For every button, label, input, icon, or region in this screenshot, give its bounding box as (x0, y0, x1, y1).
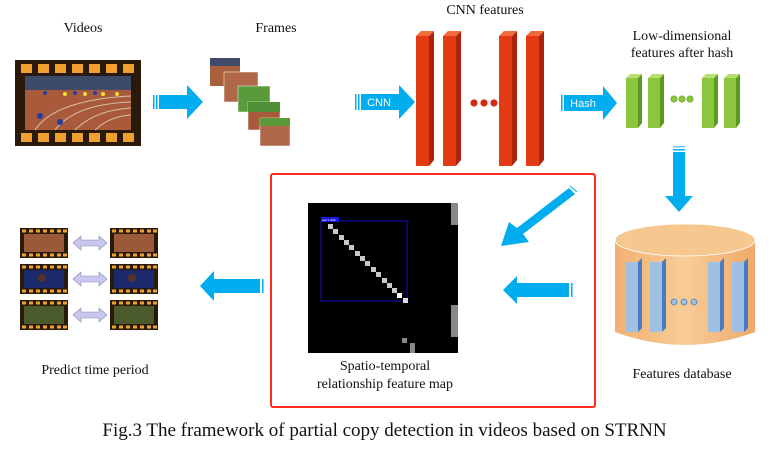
videos-label: Videos (63, 21, 103, 36)
db-bar (708, 258, 724, 332)
frames-label: Frames (255, 21, 297, 36)
db-bar (650, 258, 666, 332)
figure-caption: Fig.3 The framework of partial copy dete… (102, 420, 667, 441)
arrow-videos-to-frames (153, 85, 203, 119)
spatio-temporal-feature-map: part 1.000 (308, 203, 458, 353)
arrow-feature-map-to-prediction (200, 271, 264, 301)
hash-bar (724, 74, 740, 128)
hash-bar (648, 74, 664, 128)
hash-arrow-label: Hash (570, 98, 596, 110)
feature-map-highlight-box (270, 173, 596, 408)
cnn-arrow-label: CNN (367, 97, 391, 109)
cnn-features-label: CNN features (446, 3, 524, 18)
hash-bar (626, 74, 642, 128)
cnn-bar (526, 31, 544, 166)
match-pair-row (20, 264, 158, 294)
match-pair-row (20, 300, 158, 330)
predict-time-period-label: Predict time period (41, 363, 149, 378)
video-filmstrip-icon (15, 60, 141, 146)
ellipsis-dots (670, 298, 698, 306)
cnn-arrow: CNN (355, 85, 415, 119)
arrow-hash-to-database (665, 146, 693, 212)
feature-map-label-line2: relationship feature map (316, 377, 454, 392)
features-database-label: Features database (632, 367, 732, 382)
hash-feature-bars (626, 74, 740, 128)
low-dim-label-line1: Low-dimensional (632, 29, 732, 44)
ellipsis-dots (670, 95, 694, 103)
features-database-icon (614, 223, 756, 345)
cnn-bar (499, 31, 517, 166)
db-bar (732, 258, 748, 332)
frames-stack-icon (210, 58, 291, 147)
cnn-feature-bars (416, 31, 544, 166)
hash-arrow: Hash (561, 86, 617, 120)
cnn-bar (443, 31, 461, 166)
hash-bar (702, 74, 718, 128)
cnn-bar (416, 31, 434, 166)
low-dim-label-line2: features after hash (630, 46, 734, 61)
ellipsis-dots (470, 99, 498, 107)
feature-map-box-tag: part 1.000 (322, 218, 336, 222)
arrow-hash-to-feature-map (501, 185, 578, 246)
db-bar (626, 258, 642, 332)
match-pair-row (20, 228, 158, 258)
predicted-matches (20, 228, 158, 330)
feature-map-label-line1: Spatio-temporal (339, 359, 431, 374)
arrow-database-to-feature-map (503, 276, 573, 304)
